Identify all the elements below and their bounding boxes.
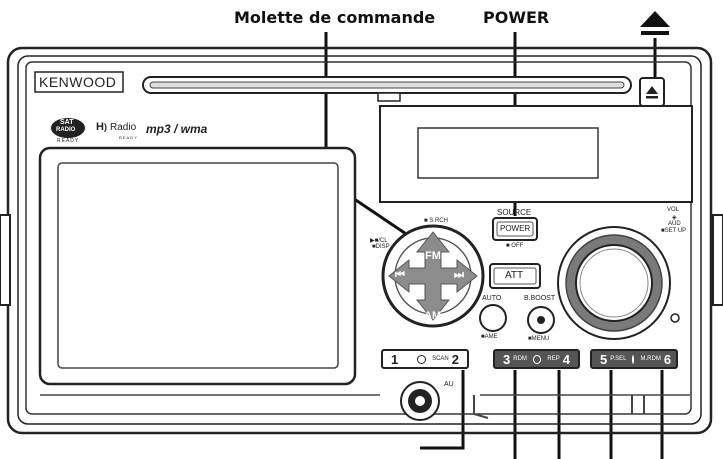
preset-rep-label: REP [547,356,560,362]
power-callout: POWER [483,8,550,27]
bboost-label: B.BOOST [524,295,556,302]
sub-display [379,105,693,203]
preset-3-label: 3 [503,351,511,367]
preset-psel-label: P.SEL [610,356,627,362]
preset-psel-dot-icon [632,354,635,364]
aux-jack [400,381,440,421]
sat-radio-logo-mid: RADIO [56,127,76,133]
preset-6-label: 6 [663,351,672,367]
off-label: ■ OFF [506,243,524,249]
eject-callout-icon [640,11,670,35]
aux-label: AU [444,381,454,388]
auto-label: AUTO [482,295,502,302]
sat-radio-logo-top: SAT [60,119,74,126]
display-screen [38,146,357,386]
dpad-disp-label: ■DISP [372,244,390,250]
preset-button-5-6[interactable]: 5 P.SEL M.RDM 6 [590,349,678,369]
cd-slot [142,76,632,102]
preset-scan-label: SCAN [432,356,449,362]
hd-ready-logo: READY [119,135,138,140]
setup-label: ■SET UP [661,228,687,234]
dpad-next-icon[interactable]: ⏭ [454,269,464,281]
vol-label: VOL [667,207,680,213]
dpad-am-label[interactable]: AM [424,310,442,322]
control-knob-callout: Molette de commande [234,8,436,27]
vol-press-icon: ◈ [672,215,677,221]
source-label: SOURCE [497,208,532,217]
preset-mrdm-label: M.RDM [640,356,661,362]
att-button-shape [489,263,541,289]
auto-button[interactable] [480,305,506,331]
preset-scan-dot-icon [417,354,427,364]
preset-5-label: 5 [600,351,608,367]
att-button[interactable]: ATT [505,270,524,281]
eject-button [639,77,665,107]
sat-radio-logo-ready: READY [57,138,80,144]
brand-logo: KENWOOD [39,74,117,90]
preset-button-1-2[interactable]: 1 SCAN 2 [381,349,469,369]
ame-label: ■AME [481,334,498,340]
preset-rdm-label: RDM [513,356,527,362]
volume-knob [557,226,671,340]
hd-radio-logo-mark: H) [96,121,107,133]
hd-radio-logo: Radio [110,122,137,133]
dpad-play-label: ▶■/CL [370,238,388,244]
menu-label: ■MENU [528,336,550,342]
preset-button-3-4[interactable]: 3 RDM REP 4 [493,349,580,369]
control-knob-dpad [381,224,485,328]
bboost-button[interactable] [528,307,554,333]
preset-4-label: 4 [562,351,570,367]
dpad-prev-icon[interactable]: ⏮ [395,269,405,281]
preset-rdm-dot-icon [532,354,542,364]
aud-label: AUD [668,221,681,227]
preset-2-label: 2 [451,351,459,367]
preset-1-label: 1 [391,351,399,367]
power-button-shape [492,217,538,241]
dpad-fm-label[interactable]: FM [425,250,441,262]
volume-knob-control[interactable] [566,235,662,331]
dpad-srch-label: ■ S.RCH [424,218,448,224]
mp3-wma-logo: mp3 / wma [146,122,208,136]
power-button[interactable]: POWER [500,224,531,233]
